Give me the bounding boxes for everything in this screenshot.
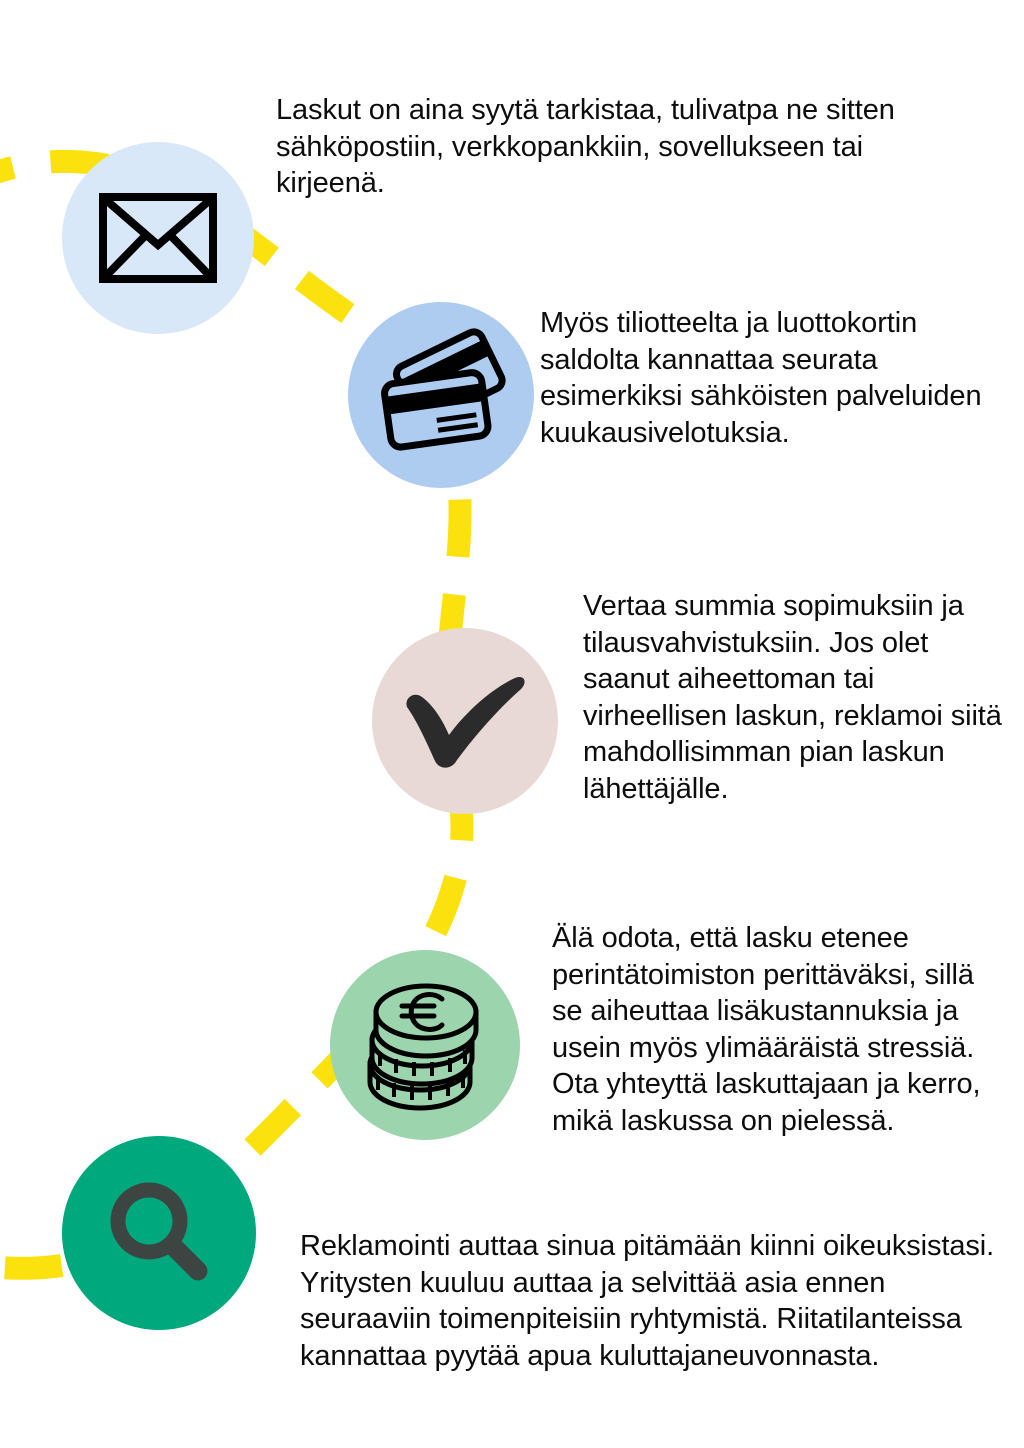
- envelope-icon: [99, 193, 217, 283]
- step-4-caption: Älä odota, että lasku etenee perintätoim…: [552, 922, 981, 1137]
- step-3-circle: [372, 628, 558, 814]
- checkmark-icon: [406, 677, 525, 768]
- magnifier-icon: [110, 1182, 208, 1281]
- step-1-circle: [62, 142, 254, 334]
- step-5-circle: [62, 1136, 256, 1330]
- step-2-caption: Myös tiliotteelta ja luottokortin saldol…: [540, 307, 982, 449]
- euro-coins-icon: [367, 983, 479, 1111]
- credit-cards-icon: [381, 328, 506, 451]
- step-3-caption: Vertaa summia sopimuksiin ja tilausvahvi…: [583, 590, 1002, 805]
- step-2-circle: [348, 302, 534, 488]
- step-1-caption: Laskut on aina syytä tarkistaa, tulivatp…: [276, 94, 895, 200]
- step-4-circle: [330, 950, 520, 1140]
- step-5-caption: Reklamointi auttaa sinua pitämään kiinni…: [300, 1230, 995, 1372]
